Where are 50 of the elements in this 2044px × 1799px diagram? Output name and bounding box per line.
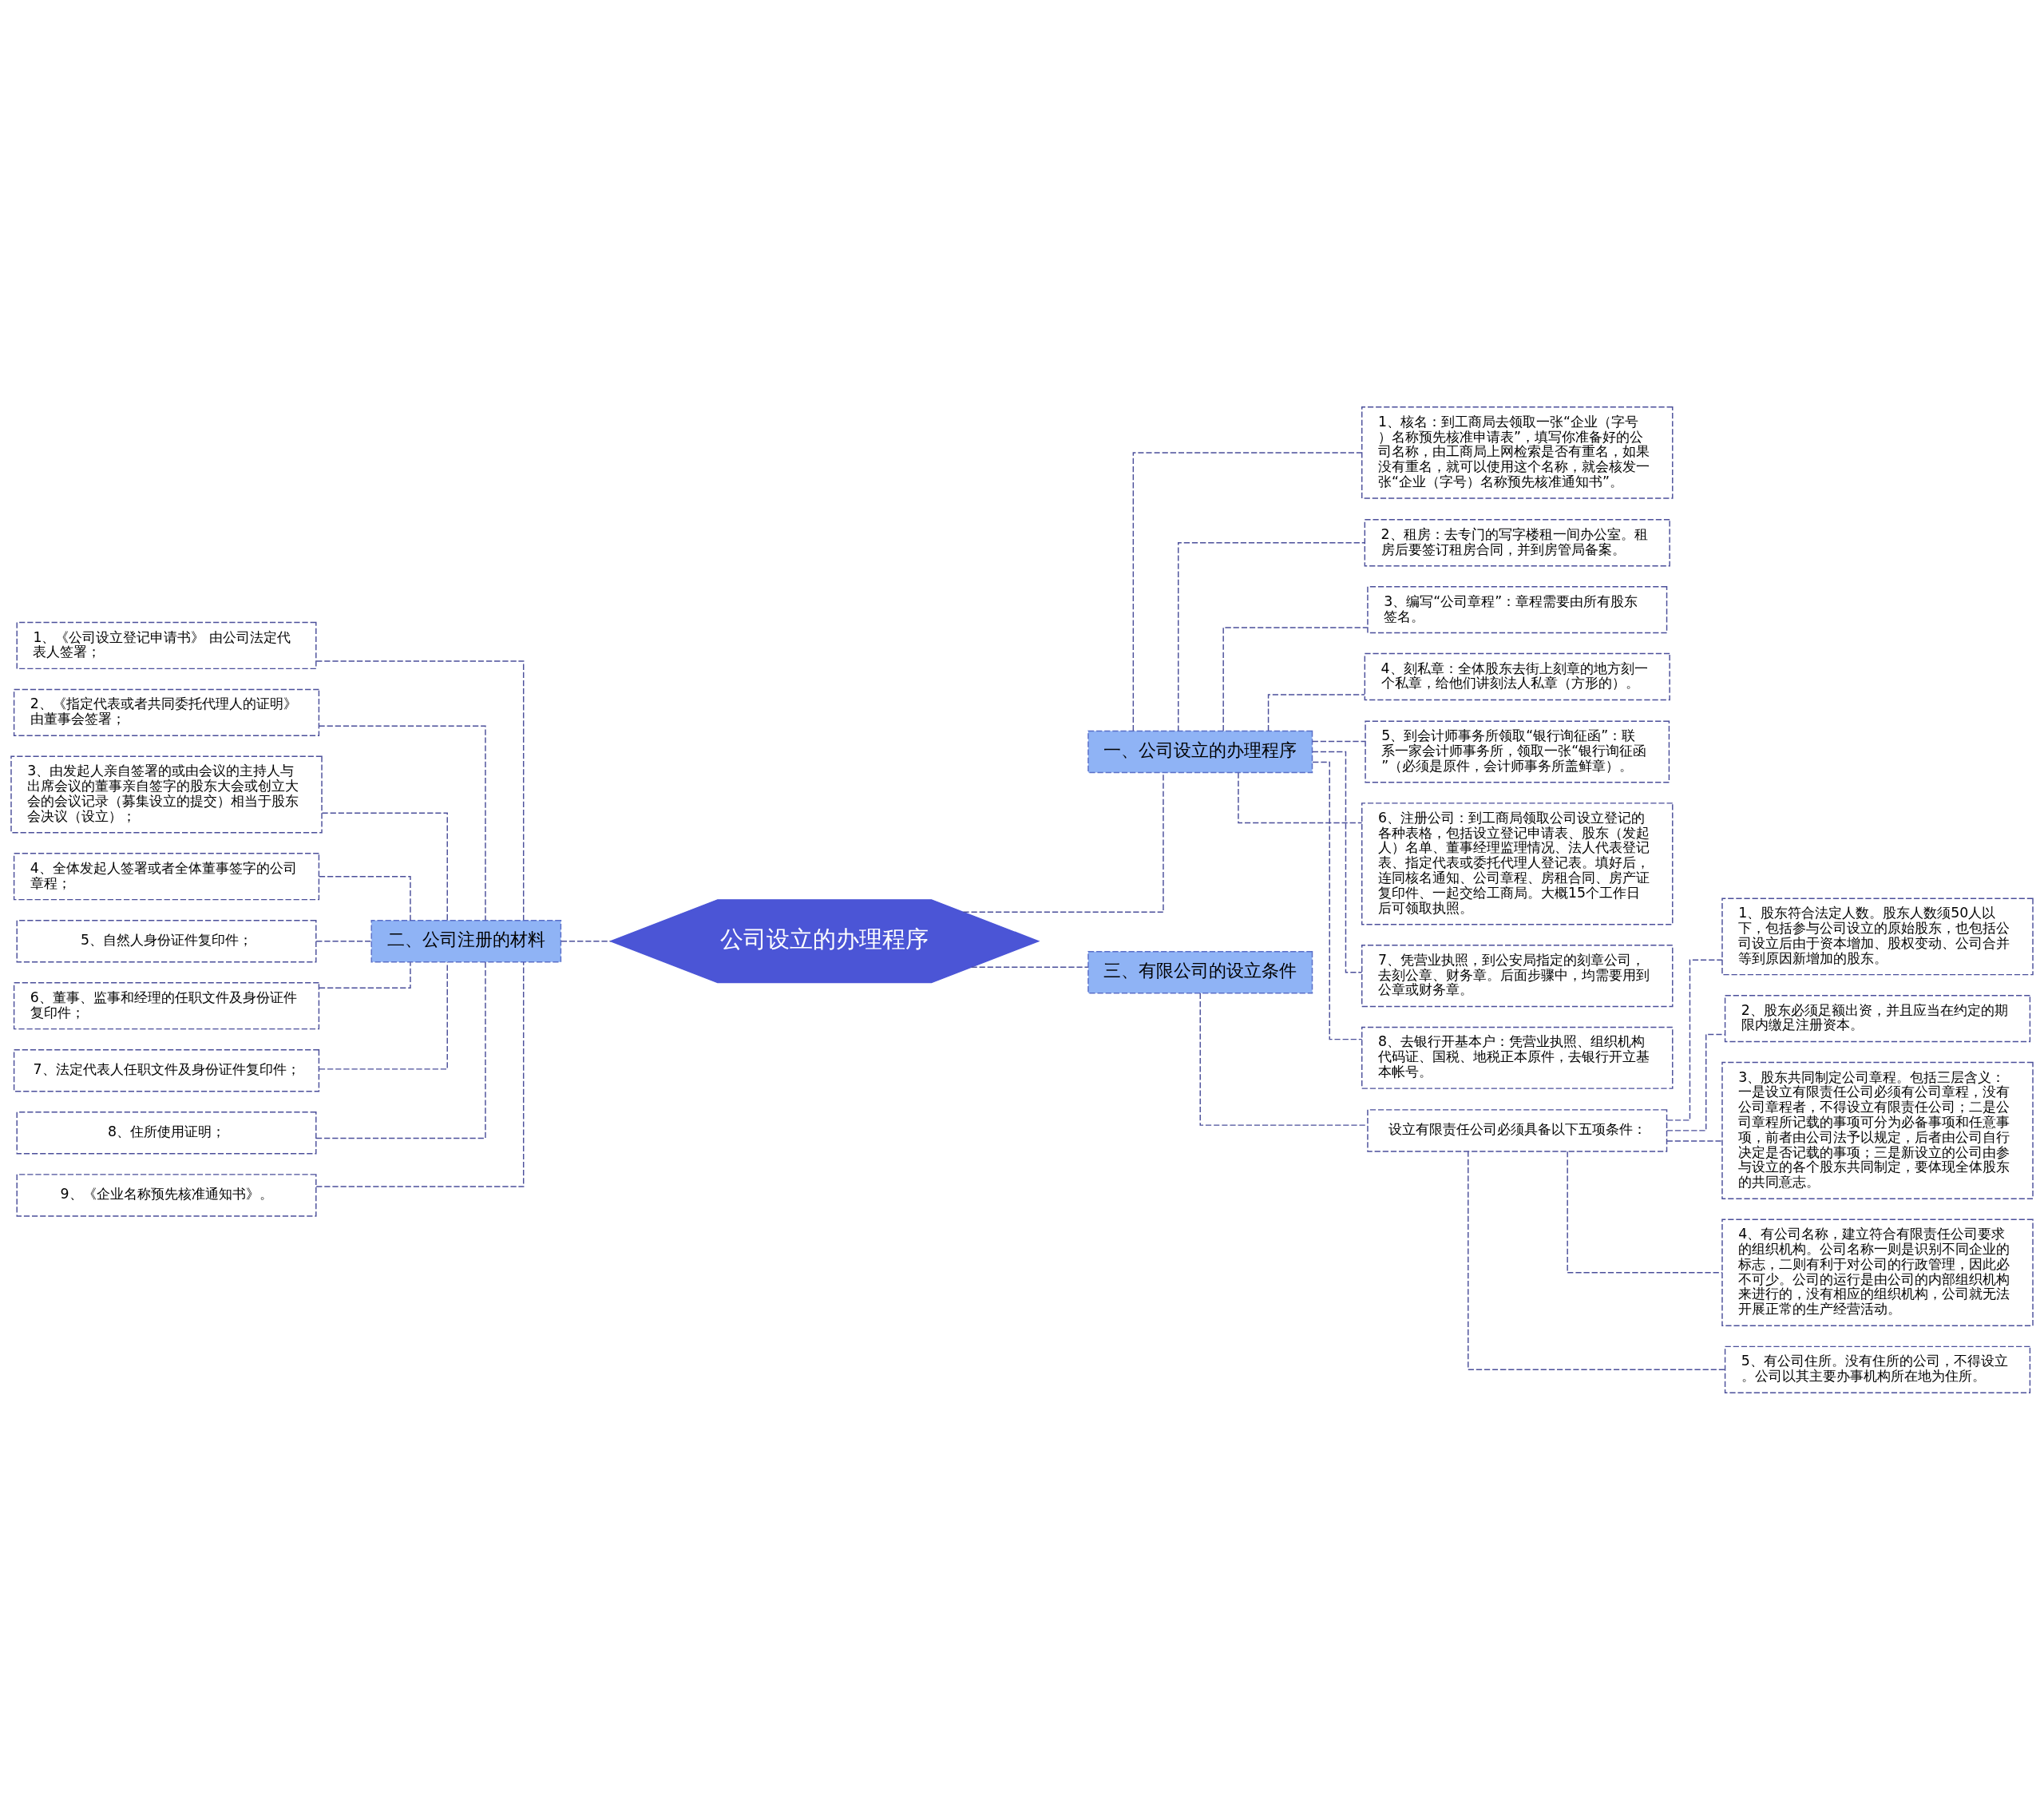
connector — [315, 961, 486, 1139]
node-box: 4、刻私章：全体股东去街上刻章的地方刻一个私章，给他们讲刻法人私章（方形的）。 — [1364, 652, 1670, 700]
node-box: 2、股东必须足额出资，并且应当在约定的期限内缴足注册资本。 — [1724, 994, 2031, 1042]
node-box: 2、租房：去专门的写字楼租一间办公室。租房后要签订租房合同，并到房管局备案。 — [1364, 518, 1670, 566]
node-box: 5、有公司住所。没有住所的公司，不得设立。公司以其主要办事机构所在地为住所。 — [1724, 1345, 2031, 1393]
connector — [318, 725, 486, 921]
connector — [315, 940, 372, 941]
node-box: 1、核名：到工商局去领取一张“企业（字号）名称预先核准申请表”，填写你准备好的公司名称，由工商局上网检索是否有重名，如果没有重名，就可以使用这个名称，就会核发一张“企业（字号）名称预先核准通知书”。 — [1361, 406, 1674, 499]
connector — [1666, 959, 1723, 1121]
node-box: 6、注册公司：到工商局领取公司设立登记的各种表格，包括设立登记申请表、股东（发起人）名单、董事经理监理情况、法人代表登记表、指定代表或委托代理人登记表。填好后，连同核名通知、公司章程、房租合同、房产证复印件、一起交给工商局。大概15个工作日后可领取执照。 — [1361, 802, 1674, 925]
connector — [321, 811, 448, 921]
connector — [1666, 1033, 1726, 1131]
node-box: 6、董事、监事和经理的任职文件及身份证件复印件； — [13, 981, 320, 1029]
node-box: 7、凭营业执照，到公安局指定的刻章公司，去刻公章、财务章。后面步骤中，均需要用到公章或财务章。 — [1361, 944, 1674, 1007]
node-box: 3、由发起人亲自签署的或由会议的主持人与出席会议的董事亲自签字的股东大会或创立大会的会议记录（募集设立的提交）相当于股东会决议（设立）； — [10, 755, 323, 833]
connector — [1312, 761, 1363, 1040]
node-box: 2、《指定代表或者共同委托代理人的证明》由董事会签署； — [13, 688, 320, 736]
node-box: 三、有限公司的设立条件 — [1087, 950, 1313, 993]
connector — [1238, 771, 1363, 823]
node-box: 1、《公司设立登记申请书》 由公司法定代表人签署； — [16, 621, 317, 669]
connector — [319, 875, 411, 921]
connector — [1132, 451, 1363, 731]
node-box: 5、到会计师事务所领取“银行询征函”：联系一家会计师事务所，领取一张“银行询征函”（必须是原件，会计师事务所盖鲜章）。 — [1365, 719, 1670, 783]
node-box: 3、编写“公司章程”：章程需要由所有股东签名。 — [1367, 585, 1668, 633]
connector — [1312, 740, 1366, 742]
node-box: 7、法定代表人任职文件及身份证件复印件； — [13, 1048, 320, 1092]
connector — [315, 660, 525, 921]
node-box: 4、全体发起人签署或者全体董事签字的公司章程； — [13, 852, 320, 900]
node-box: 9、《企业名称预先核准通知书》。 — [16, 1173, 317, 1217]
connector — [970, 965, 1089, 968]
connector — [561, 940, 612, 941]
connector — [1311, 751, 1363, 973]
connector — [315, 961, 525, 1187]
connector — [1468, 1150, 1726, 1370]
node-box: 8、住所使用证明； — [16, 1111, 317, 1155]
connector — [1222, 626, 1369, 731]
connector — [1666, 1139, 1723, 1142]
node-box: 3、股东共同制定公司章程。包括三层含义：一是设立有限责任公司必须有公司章程，没有公司章程者，不得设立有限责任公司；二是公司章程所记载的事项可分为必备事项和任意事项，前者由公司法予以规定，后者由公司自行决定是否记载的事项；三是新设立的公司由参与设立的各个股东共同制定，要体现全体股东的共同意志。 — [1721, 1061, 2034, 1199]
node-box: 1、股东符合法定人数。股东人数须50人以下，包括参与公司设立的原始股东，也包括公司设立后由于资本增加、股权变动、公司合并等到原因新增加的股东。 — [1721, 897, 2034, 975]
node-box: 5、自然人身份证件复印件； — [16, 919, 317, 962]
node-box: 二、公司注册的材料 — [370, 919, 562, 962]
node-box: 4、有公司名称，建立符合有限责任公司要求的组织机构。公司名称一则是识别不同企业的标志，二则有利于对公司的行政管理，因此必不可少。公司的运行是由公司的内部组织机构来进行的，没有相应的组织机构，公司就无法开展正常的生产经营活动。 — [1721, 1218, 2034, 1326]
connector — [1567, 1150, 1723, 1274]
connector — [1178, 541, 1365, 731]
node-box: 设立有限责任公司必须具备以下五项条件： — [1367, 1108, 1668, 1152]
connector — [1267, 693, 1365, 731]
node-box: 一、公司设立的办理程序 — [1087, 730, 1313, 773]
connector — [319, 961, 448, 1070]
node-box: 8、去银行开基本户：凭营业执照、组织机构代码证、国税、地税正本原件，去银行开立基本帐号。 — [1361, 1026, 1674, 1089]
connector — [319, 961, 411, 989]
